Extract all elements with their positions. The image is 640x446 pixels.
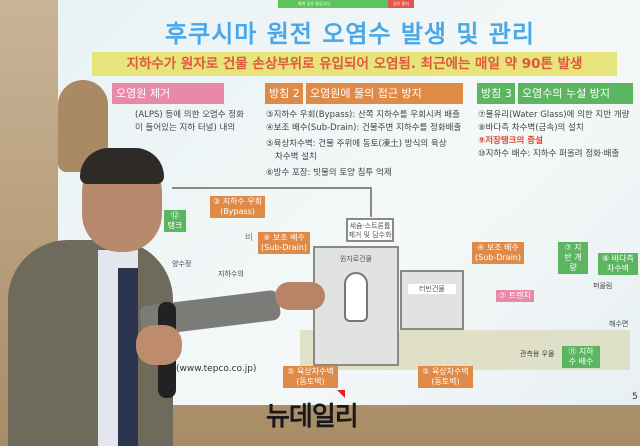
bullet: ④보조 배수(Sub-Drain): 건물주변 지하수를 정화배출 — [266, 123, 462, 133]
presenter-hand-mic — [136, 325, 182, 365]
policy1-bullets: (ALPS) 등에 의한 오염수 정화 이 들어있는 지하 터널) 내의 — [135, 109, 244, 135]
policy3-label: 방침 3 — [477, 83, 515, 104]
bullet: 이 들어있는 지하 터널) 내의 — [135, 123, 236, 133]
pipe — [370, 187, 372, 217]
bullet: ⑤육상차수벽: 건물 주위에 동토(凍土) 방식의 육상 — [266, 139, 447, 149]
label-text: 세슘·스트론튬 — [349, 222, 391, 230]
label-text: 터빈건물 — [408, 284, 456, 294]
bullet: ⑦물유리(Water Glass)에 의한 지반 개량 — [478, 110, 630, 120]
bullet: ⑧바다측 차수벽(금속)의 설치 — [478, 123, 584, 133]
groundwater-label: 지하수의 — [218, 270, 244, 278]
presenter-tie — [118, 268, 138, 446]
slide-title: 후쿠시마 원전 오염수 발생 및 관리 — [165, 20, 535, 48]
ground-improve-label: ⑦ 지반 개량 — [558, 242, 588, 274]
label-text: ⑤ 육상차수벽 — [287, 367, 334, 376]
bullet-highlight: ⑨저장탱크의 증설 — [478, 136, 543, 146]
turbine-building: 터빈건물 — [400, 270, 464, 330]
trench-label: ⑦ 트렌치 — [496, 290, 534, 302]
label-text: (동토벽) — [431, 377, 460, 386]
label-text: ③ 지하수 우회 — [213, 197, 263, 206]
bullet: ⑥방수 포장: 빗물의 토양 침투 억제 — [266, 168, 392, 178]
sharing-text: 화면 공유 중입니다 — [298, 1, 330, 6]
logo-accent — [337, 390, 345, 398]
label-text: ④ 보조 배수 — [477, 243, 519, 252]
pipe — [172, 187, 222, 189]
bullet: ③지하수 우회(Bypass): 산쪽 지하수를 우회시켜 배출 — [266, 110, 460, 120]
label-text: (Sub-Drain) — [261, 243, 307, 252]
bullet: (ALPS) 등에 의한 오염수 정화 — [135, 110, 244, 120]
policy3-bullets: ⑦물유리(Water Glass)에 의한 지반 개량 ⑧바다측 차수벽(금속)… — [478, 109, 629, 161]
gw-drain-label: ⑪ 지하수 배수 — [562, 346, 600, 368]
label-text: 제거 및 담수화 — [348, 231, 392, 239]
rain-label: 비 — [245, 233, 253, 243]
landwall-label-1: ⑤ 육상차수벽(동토벽) — [283, 366, 338, 388]
pipe — [220, 187, 372, 189]
subdrain-right-label: ④ 보조 배수(Sub-Drain) — [472, 242, 524, 264]
pumping-well-label: 양수정 — [172, 260, 192, 268]
summary-band: 지하수가 원자로 건물 손상부위로 유입되어 오염됨. 최근에는 매일 약 90… — [92, 52, 617, 76]
presenter-hand — [275, 282, 325, 310]
policy2-title: 오염원에 물의 접근 방지 — [306, 83, 463, 104]
label-text: 원자로건물 — [339, 255, 373, 263]
watermark-logo: 뉴데일리 — [266, 390, 359, 433]
bullet: ⑩지하수 배수: 지하수 퍼올려 정화·배출 — [478, 149, 620, 159]
reactor-building: 원자로건물 — [313, 246, 399, 366]
label-text: ④ 보조 배수 — [263, 233, 305, 242]
sea-level-label: 해수면 — [609, 320, 629, 328]
tank-label: ⑫ 탱크 — [164, 210, 186, 232]
screen-share-bar[interactable]: 화면 공유 중입니다 공유 중지 — [278, 0, 414, 8]
reactor-vessel-icon — [344, 272, 368, 322]
label-text: (Bypass) — [220, 207, 255, 216]
label-text: (동토벽) — [296, 377, 325, 386]
page-number: 5 — [632, 392, 638, 402]
logo-text: 뉴데일리 — [266, 402, 359, 432]
landwall-label-2: ⑤ 육상차수벽(동토벽) — [418, 366, 473, 388]
presenter-hair — [80, 148, 164, 184]
subdrain-left-label: ④ 보조 배수(Sub-Drain) — [258, 232, 310, 254]
stop-share-button[interactable]: 공유 중지 — [388, 0, 414, 8]
policy2-bullets: ③지하수 우회(Bypass): 산쪽 지하수를 우회시켜 배출 ④보조 배수(… — [266, 109, 461, 180]
bullet: 차수벽 설치 — [275, 152, 317, 162]
policy1-title: 오염원 제거 — [112, 83, 224, 104]
policy3-title: 오염수의 누설 방지 — [518, 83, 633, 104]
pump-label: 퍼올림 — [593, 282, 613, 290]
policy2-label: 방침 2 — [265, 83, 303, 104]
observation-well-label: 관측용 우물 — [520, 350, 555, 358]
source-text: (www.tepco.co.jp) — [176, 364, 257, 374]
label-text: ⑤ 육상차수벽 — [422, 367, 469, 376]
bypass-label: ③ 지하수 우회(Bypass) — [210, 196, 266, 218]
label-text: (Sub-Drain) — [475, 253, 521, 262]
seawall-label: ⑧ 바다측 차수벽 — [598, 253, 638, 275]
